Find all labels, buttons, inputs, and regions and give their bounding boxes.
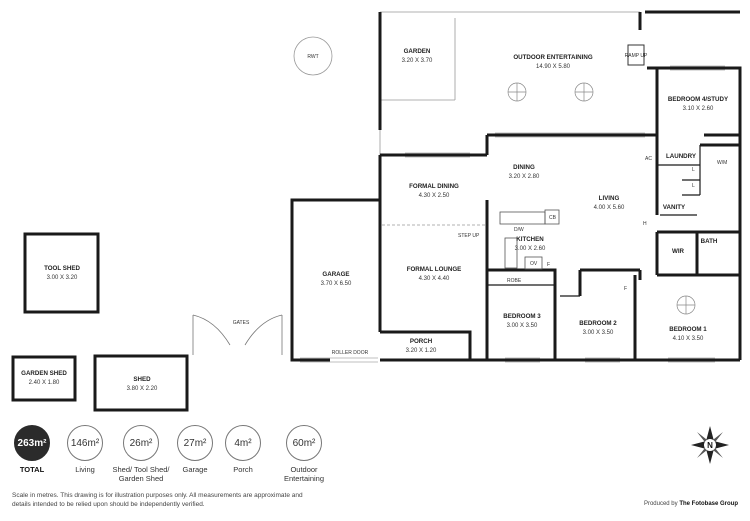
garden-name: GARDEN (404, 48, 431, 55)
step-up-label: STEP UP (458, 233, 480, 239)
garden-shed-name: GARDEN SHED (21, 370, 67, 377)
garden-shed-walls (11, 355, 77, 402)
rwt-label: RWT (307, 54, 318, 60)
kitchen-dim: 3.00 X 2.60 (515, 246, 546, 252)
formal-lounge-dim: 4.30 X 4.40 (419, 276, 450, 282)
ceiling-fan-icon (507, 82, 696, 315)
tool-shed-dim: 3.00 X 3.20 (47, 275, 78, 281)
porch-dim: 3.20 X 1.20 (406, 348, 437, 354)
tool-shed-name: TOOL SHED (44, 265, 80, 272)
bedroom3-name: BEDROOM 3 (503, 313, 541, 320)
robe-label: ROBE (507, 278, 522, 284)
ramp-up-label: RAMP UP (625, 53, 648, 59)
living-dim: 4.00 X 5.60 (594, 205, 625, 211)
stat-sheds-label: Shed/ Tool Shed/ Garden Shed (112, 465, 170, 483)
garage-dim: 3.70 X 6.50 (321, 281, 352, 287)
stat-total-label: TOTAL (19, 465, 45, 474)
stat-garage-label: Garage (182, 465, 208, 474)
bedroom1-dim: 4.10 X 3.50 (673, 336, 704, 342)
house-thin-walls (487, 145, 701, 297)
credit-name: The Fotobase Group (679, 501, 738, 507)
bath-name: BATH (701, 238, 718, 245)
stat-living: 146m² Living (62, 425, 108, 474)
compass-letter: N (707, 441, 713, 450)
credit: Produced by The Fotobase Group (644, 501, 738, 507)
stat-porch-value: 4m² (225, 425, 261, 461)
formal-dining-dim: 4.30 X 2.50 (419, 193, 450, 199)
stat-living-label: Living (75, 465, 95, 474)
stat-total: 263m² TOTAL (10, 425, 54, 474)
l2-label: L (692, 183, 695, 189)
annotations: RWT RAMP UP AC W/M L L CB D/W STEP UP OV… (233, 53, 728, 356)
north-arrow-icon: N (691, 426, 729, 464)
outdoor-entertaining-walls (378, 10, 740, 130)
garden-dim: 3.20 X 3.70 (402, 58, 433, 64)
windows (300, 65, 725, 363)
living-name: LIVING (599, 195, 620, 202)
house-walls (290, 66, 742, 362)
room-labels: GARDEN 3.20 X 3.70 OUTDOOR ENTERTAINING … (21, 48, 729, 392)
dining-dim: 3.20 X 2.80 (509, 174, 540, 180)
dw-label: D/W (514, 227, 524, 233)
gates (192, 314, 283, 355)
kitchen-name: KITCHEN (516, 236, 544, 243)
outdoor-entertaining-dim: 14.90 X 5.80 (536, 64, 571, 70)
outdoor-entertaining-name: OUTDOOR ENTERTAINING (513, 54, 592, 61)
formal-dining-name: FORMAL DINING (409, 183, 459, 190)
bedroom4-name: BEDROOM 4/STUDY (668, 96, 729, 103)
shed-name: SHED (133, 376, 151, 383)
f1-label: F (547, 262, 550, 268)
stat-total-value: 263m² (14, 425, 50, 461)
stat-garage: 27m² Garage (172, 425, 218, 474)
stat-porch-label: Porch (233, 465, 253, 474)
garage-name: GARAGE (322, 271, 349, 278)
formal-lounge-name: FORMAL LOUNGE (407, 266, 462, 273)
cb-label: CB (549, 215, 557, 221)
shed-dim: 3.80 X 2.20 (127, 386, 158, 392)
shed-walls (93, 354, 189, 412)
bedroom1-name: BEDROOM 1 (669, 326, 707, 333)
ac-label: AC (645, 156, 652, 162)
wir-name: WIR (672, 248, 685, 255)
wm-label: W/M (717, 160, 727, 166)
stat-porch: 4m² Porch (220, 425, 266, 474)
stat-sheds: 26m² Shed/ Tool Shed/ Garden Shed (106, 425, 176, 483)
stat-outdoor-label: Outdoor Entertaining (283, 465, 325, 483)
bedroom2-dim: 3.00 X 3.50 (583, 330, 614, 336)
porch-name: PORCH (410, 338, 433, 345)
laundry-name: LAUNDRY (666, 153, 697, 160)
ramp (627, 44, 645, 66)
roller-door-label: ROLLER DOOR (332, 350, 369, 356)
ov-label: OV (530, 261, 538, 267)
bedroom3-dim: 3.00 X 3.50 (507, 323, 538, 329)
l1-label: L (692, 167, 695, 173)
rainwater-tank (293, 36, 333, 76)
stat-sheds-value: 26m² (123, 425, 159, 461)
stat-outdoor: 60m² Outdoor Entertaining (276, 425, 332, 483)
stat-garage-value: 27m² (177, 425, 213, 461)
disclaimer: Scale in metres. This drawing is for ill… (12, 492, 303, 508)
bedroom2-name: BEDROOM 2 (579, 320, 617, 327)
garden-shed-dim: 2.40 X 1.80 (29, 380, 60, 386)
tool-shed-walls (23, 232, 100, 314)
kitchen-bench (499, 209, 560, 270)
vanity-name: VANITY (663, 204, 686, 211)
f2-label: F (624, 286, 627, 292)
bedroom4-dim: 3.10 X 2.60 (683, 106, 714, 112)
dining-name: DINING (513, 164, 535, 171)
h-label: H (643, 221, 647, 227)
credit-prefix: Produced by (643, 501, 678, 507)
stat-living-value: 146m² (67, 425, 103, 461)
stat-outdoor-value: 60m² (286, 425, 322, 461)
gates-label: GATES (233, 320, 250, 326)
